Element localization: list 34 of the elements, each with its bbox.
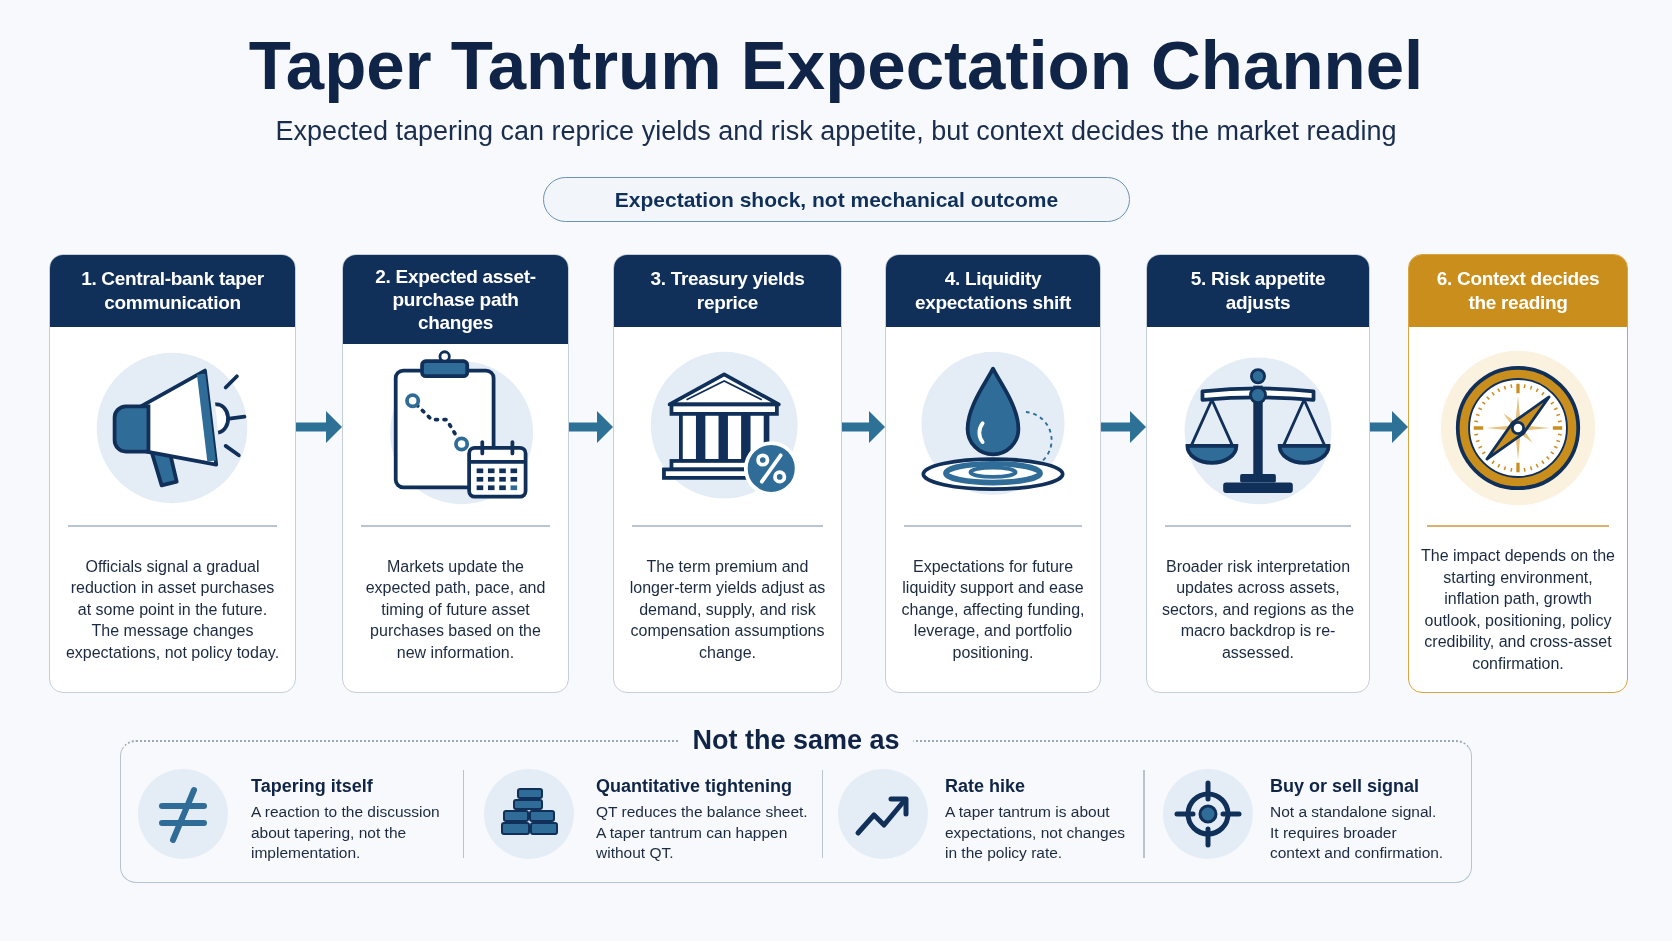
- item-title: Quantitative tightening: [596, 775, 792, 797]
- step-card: [49, 254, 296, 693]
- step-card: [613, 254, 842, 693]
- step-card: [1146, 254, 1370, 693]
- item-description: QT reduces the balance sheet. A taper tantrum can happen without QT.: [596, 802, 809, 863]
- summary-banner: Expectation shock, not mechanical outcome: [543, 177, 1130, 222]
- step-title: 5. Risk appetite adjusts: [1147, 255, 1369, 327]
- step-description: Officials signal a gradual reduction in asset purchases at some point in the future. The message changes expectations, not policy today.: [64, 556, 281, 663]
- item-title: Tapering itself: [251, 775, 373, 797]
- step-card: [885, 254, 1101, 693]
- step-title: 1. Central-bank taper communication: [50, 255, 295, 327]
- step-title: 3. Treasury yields reprice: [614, 255, 841, 327]
- item-description: A taper tantrum is about expectations, not changes in the policy rate.: [945, 802, 1127, 863]
- page-title: Taper Tantrum Expectation Channel: [248, 26, 1424, 106]
- subtitle: Expected tapering can reprice yields and risk appetite, but context decides the market reading: [275, 115, 1397, 147]
- flow-arrow: [569, 411, 613, 443]
- step-title: 6. Context decides the reading: [1409, 255, 1627, 327]
- step-title: 4. Liquidity expectations shift: [886, 255, 1100, 327]
- step-card: [342, 254, 569, 693]
- step-title: 2. Expected asset-purchase path changes: [343, 255, 568, 344]
- item-title: Buy or sell signal: [1270, 775, 1420, 797]
- flow-arrow: [1370, 411, 1408, 443]
- step-description: The impact depends on the starting environment, inflation path, growth outlook, positioning, policy credibility, and cross-asset confirmation.: [1421, 546, 1615, 674]
- item-description: Not a standalone signal. It requires broader context and confirmation.: [1270, 802, 1445, 863]
- flow-arrow: [296, 411, 342, 443]
- step-description: Expectations for future liquidity support and ease change, affecting funding, leverage, and portfolio positioning.: [900, 556, 1086, 663]
- item-description: A reaction to the discussion about tapering, not the implementation.: [251, 802, 441, 863]
- flow-arrow: [1101, 411, 1146, 443]
- flow-arrow: [842, 411, 885, 443]
- step-description: Markets update the expected path, pace, and timing of future asset purchases based on the new information.: [364, 556, 547, 663]
- step-description: Broader risk interpretation updates across assets, sectors, and regions as the macro backdrop is re-assessed.: [1160, 556, 1356, 663]
- step-description: The term premium and longer-term yields adjust as demand, supply, and risk compensation assumptions change.: [628, 556, 827, 663]
- item-title: Rate hike: [945, 775, 1026, 797]
- step-card: [1408, 254, 1628, 693]
